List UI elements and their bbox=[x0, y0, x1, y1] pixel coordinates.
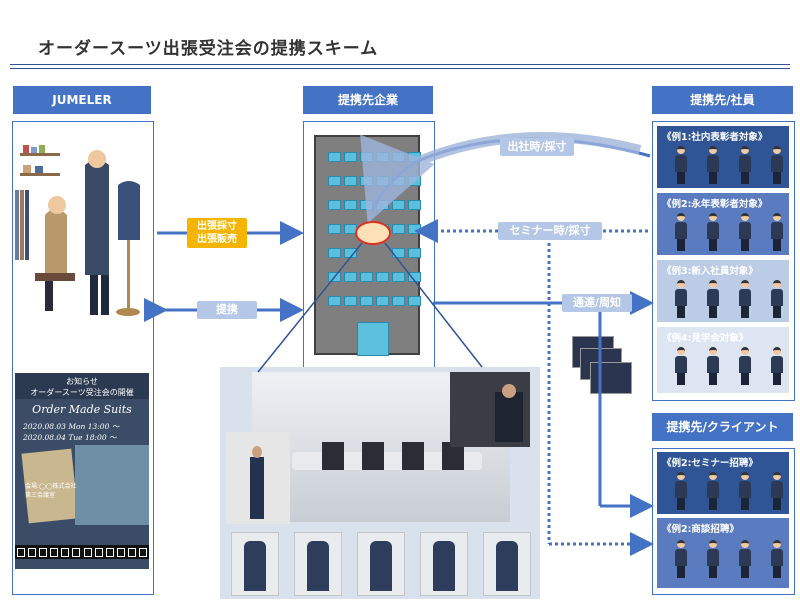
header-partner-employees: 提携先/社員 bbox=[652, 86, 793, 114]
suit-photo bbox=[483, 532, 531, 596]
building-window bbox=[328, 296, 341, 306]
person-icon bbox=[771, 280, 783, 318]
person-icon bbox=[739, 347, 751, 385]
building-window bbox=[392, 296, 405, 306]
person-icon bbox=[675, 213, 687, 251]
person-icon bbox=[707, 540, 719, 578]
person-icon bbox=[771, 347, 783, 385]
building-window bbox=[328, 152, 341, 162]
label-partnership: 提携 bbox=[197, 301, 257, 319]
person-icon bbox=[739, 213, 751, 251]
person-icon bbox=[675, 280, 687, 318]
header-jumeler: JUMELER bbox=[13, 86, 151, 114]
employee-example-4-label: 《例4:見学会対象》 bbox=[662, 333, 749, 344]
person-icon bbox=[739, 540, 751, 578]
employee-example-3-label: 《例3:新入社員対象》 bbox=[662, 266, 758, 277]
person-icon bbox=[771, 472, 783, 510]
label-notice: 通達/周知 bbox=[562, 294, 632, 312]
building-window bbox=[328, 176, 341, 186]
label-at-seminar: セミナー時/採寸 bbox=[498, 222, 602, 240]
flyer-script-title: Order Made Suits bbox=[32, 403, 132, 416]
building-window bbox=[360, 296, 373, 306]
header-partner-company: 提携先企業 bbox=[303, 86, 433, 114]
suit-photo bbox=[294, 532, 342, 596]
flyer-fabric-photo bbox=[75, 445, 149, 525]
employee-example-1-label: 《例1:社内表彰者対象》 bbox=[662, 132, 768, 143]
flyer-venue-1: 会場:◯◯株式会社 bbox=[25, 483, 77, 490]
flyer-film-strip bbox=[15, 545, 149, 559]
person-icon bbox=[707, 146, 719, 184]
person-icon bbox=[707, 472, 719, 510]
person-icon bbox=[771, 213, 783, 251]
person-icon bbox=[739, 280, 751, 318]
suit-photo bbox=[231, 532, 279, 596]
person-icon bbox=[739, 472, 751, 510]
client-example-2-label: 《例2:商談招聘》 bbox=[662, 524, 739, 535]
building-window bbox=[376, 296, 389, 306]
person-icon bbox=[707, 213, 719, 251]
building-window bbox=[408, 296, 421, 306]
suit-photo bbox=[357, 532, 405, 596]
person-icon bbox=[675, 540, 687, 578]
building-window bbox=[344, 272, 357, 282]
header-partner-clients: 提携先/クライアント bbox=[652, 413, 793, 441]
person-icon bbox=[707, 280, 719, 318]
flyer-date-1: 2020.08.03 Mon 13:00 〜 bbox=[23, 422, 120, 431]
label-at-work: 出社時/採寸 bbox=[500, 138, 574, 156]
building-window bbox=[376, 272, 389, 282]
person-icon bbox=[675, 347, 687, 385]
building-window bbox=[360, 272, 373, 282]
building-window bbox=[344, 152, 357, 162]
title-rule bbox=[10, 64, 790, 65]
flyer-date-2: 2020.08.04 Tue 18:00 〜 bbox=[23, 433, 117, 442]
tailor-illustration bbox=[15, 145, 150, 320]
flyer-headline: オーダースーツ受注会の開催 bbox=[30, 388, 134, 397]
meeting-room-photo bbox=[252, 372, 510, 522]
zoom-line-left bbox=[257, 242, 363, 373]
meeting-room-highlight bbox=[355, 221, 391, 245]
flyer-venue-2: 第三会議室 bbox=[25, 492, 56, 499]
building-window bbox=[392, 224, 405, 234]
client-example-1-label: 《例2:セミナー招聘》 bbox=[662, 458, 758, 469]
building-window bbox=[328, 248, 341, 258]
building-window bbox=[328, 200, 341, 210]
fitting-photo bbox=[450, 372, 530, 447]
flyer-notice: お知らせ bbox=[66, 377, 98, 386]
building-window bbox=[408, 248, 421, 258]
zoom-line-right bbox=[384, 242, 483, 368]
building-door bbox=[357, 322, 389, 356]
building-window bbox=[344, 200, 357, 210]
label-dispatch: 出張採寸 出張販売 bbox=[187, 218, 247, 248]
employee-example-2-label: 《例2:永年表彰者対象》 bbox=[662, 199, 768, 210]
building-window bbox=[344, 296, 357, 306]
building-window bbox=[328, 224, 341, 234]
person-icon bbox=[707, 347, 719, 385]
building-window bbox=[344, 176, 357, 186]
page-title: オーダースーツ出張受注会の提携スキーム bbox=[38, 39, 379, 59]
title-rule-secondary bbox=[10, 68, 790, 69]
person-icon bbox=[675, 472, 687, 510]
brochure-3 bbox=[590, 362, 632, 394]
person-icon bbox=[675, 146, 687, 184]
building-window bbox=[392, 272, 405, 282]
person-icon bbox=[771, 146, 783, 184]
arrow-at-work bbox=[360, 132, 642, 224]
person-icon bbox=[771, 540, 783, 578]
event-flyer: お知らせ オーダースーツ受注会の開催 Order Made Suits 2020… bbox=[15, 373, 149, 569]
standing-customer-photo bbox=[226, 432, 290, 524]
person-icon bbox=[739, 146, 751, 184]
suit-photo bbox=[420, 532, 468, 596]
